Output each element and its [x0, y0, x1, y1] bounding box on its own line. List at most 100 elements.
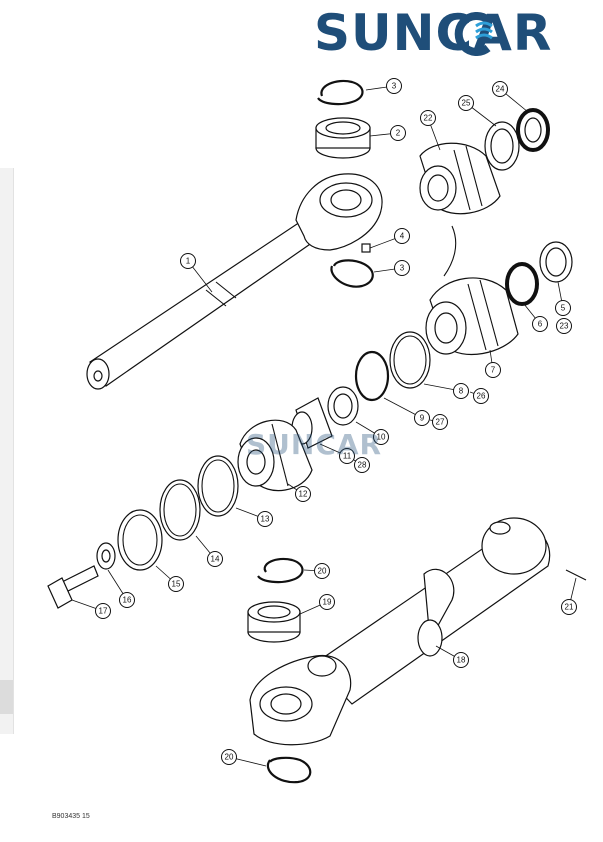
- piston-ring-part: [197, 455, 239, 517]
- watermark-text: SUNCAR: [246, 428, 383, 461]
- part-callout: 8: [423, 383, 469, 399]
- left-side-strip-band: [0, 680, 13, 714]
- callout-circle: [295, 486, 311, 502]
- part-callout: 5: [555, 281, 571, 316]
- part-callout: 4: [369, 228, 410, 249]
- part-callout: 7: [485, 349, 501, 378]
- callout-number: 26: [477, 392, 486, 401]
- part-callout: 2: [369, 125, 406, 141]
- callout-number: 10: [377, 433, 386, 442]
- callout-circle: [221, 749, 237, 765]
- callout-circle: [532, 316, 548, 332]
- callout-number: 20: [318, 567, 327, 576]
- callout-number: 27: [436, 418, 445, 427]
- callout-circle: [386, 78, 402, 94]
- part-callout: 23: [556, 318, 572, 334]
- callout-number: 2: [396, 129, 401, 138]
- grease-fitting-part: [361, 243, 371, 253]
- callout-number: 22: [424, 114, 433, 123]
- callout-number: 24: [496, 85, 505, 94]
- callout-circle: [119, 592, 135, 608]
- part-callout: 13: [235, 507, 273, 527]
- callout-number: 19: [323, 598, 332, 607]
- callout-number: 23: [560, 322, 569, 331]
- part-callout: 19: [299, 594, 335, 615]
- callout-circle: [485, 362, 501, 378]
- callout-circle: [257, 511, 273, 527]
- gland-upper-part: [419, 142, 501, 215]
- backup-washer-part: [327, 386, 359, 426]
- brand-wave-mark-icon: [454, 12, 493, 56]
- part-callout: 17: [71, 599, 111, 619]
- callout-number: 4: [400, 232, 405, 241]
- callout-circle: [373, 429, 389, 445]
- figure-code: B903435 15: [52, 813, 90, 820]
- wiper-seal-part: [516, 108, 550, 152]
- callout-circle: [458, 95, 474, 111]
- wear-ring-part: [159, 479, 201, 541]
- bolt-part: [47, 565, 99, 609]
- callout-circle: [561, 599, 577, 615]
- part-callout: 3: [365, 78, 402, 94]
- callout-number: 8: [459, 387, 464, 396]
- part-callout: 12: [287, 483, 311, 502]
- wiper-ring-part: [484, 121, 520, 171]
- callout-number: 13: [261, 515, 270, 524]
- callout-number: 15: [172, 580, 181, 589]
- callout-circle: [420, 110, 436, 126]
- callout-circle: [432, 414, 448, 430]
- callout-circle: [556, 318, 572, 334]
- part-callout: 22: [420, 110, 441, 151]
- piston-rod-part: [86, 173, 383, 390]
- part-callout: 16: [107, 569, 135, 608]
- callout-number: 9: [420, 414, 425, 423]
- callout-circle: [95, 603, 111, 619]
- callout-number: 25: [462, 99, 471, 108]
- part-callout: 1: [180, 253, 213, 293]
- brand-logo-text: SUNCAR: [314, 4, 553, 62]
- callout-circle: [394, 260, 410, 276]
- callout-circle: [207, 551, 223, 567]
- callout-number: 17: [99, 607, 108, 616]
- bushing-part: [247, 601, 301, 643]
- part-callout: 18: [435, 645, 469, 668]
- part-callout: 27: [429, 414, 448, 430]
- part-callout: 6: [523, 303, 548, 332]
- cylinder-barrel-part: [313, 517, 551, 705]
- callout-number: 5: [561, 304, 566, 313]
- part-callout: 20: [303, 563, 330, 579]
- callout-circle: [319, 594, 335, 610]
- bushing-part: [315, 117, 371, 159]
- part-callout: 9: [383, 397, 430, 426]
- part-callout: 3: [373, 260, 410, 276]
- callout-circle: [168, 576, 184, 592]
- piston-part: [237, 419, 313, 492]
- washer-part: [96, 542, 116, 570]
- callout-circle: [180, 253, 196, 269]
- o-ring-part: [354, 350, 390, 402]
- snap-ring-part: [330, 259, 374, 288]
- gland-lower-part: [425, 277, 519, 356]
- snap-ring-part: [257, 557, 304, 584]
- callout-number: 18: [457, 656, 466, 665]
- snap-ring-part: [317, 79, 364, 106]
- part-callout: 21: [561, 577, 577, 615]
- cotter-pin-part: [565, 569, 587, 581]
- callout-circle: [453, 383, 469, 399]
- part-callout: 10: [355, 421, 389, 445]
- rod-seal-part: [505, 262, 539, 306]
- callout-circle: [555, 300, 571, 316]
- backup-ring-part: [539, 241, 573, 283]
- part-callout: 20: [221, 749, 267, 767]
- callout-circle: [394, 228, 410, 244]
- callout-number: 20: [225, 753, 234, 762]
- left-side-strip: [0, 168, 14, 734]
- callout-number: 1: [186, 257, 191, 266]
- callout-number: 11: [343, 452, 352, 461]
- callout-number: 28: [358, 461, 367, 470]
- callout-number: 12: [299, 490, 308, 499]
- callout-number: 21: [565, 603, 574, 612]
- brand-logo: SUNCAR: [314, 6, 594, 60]
